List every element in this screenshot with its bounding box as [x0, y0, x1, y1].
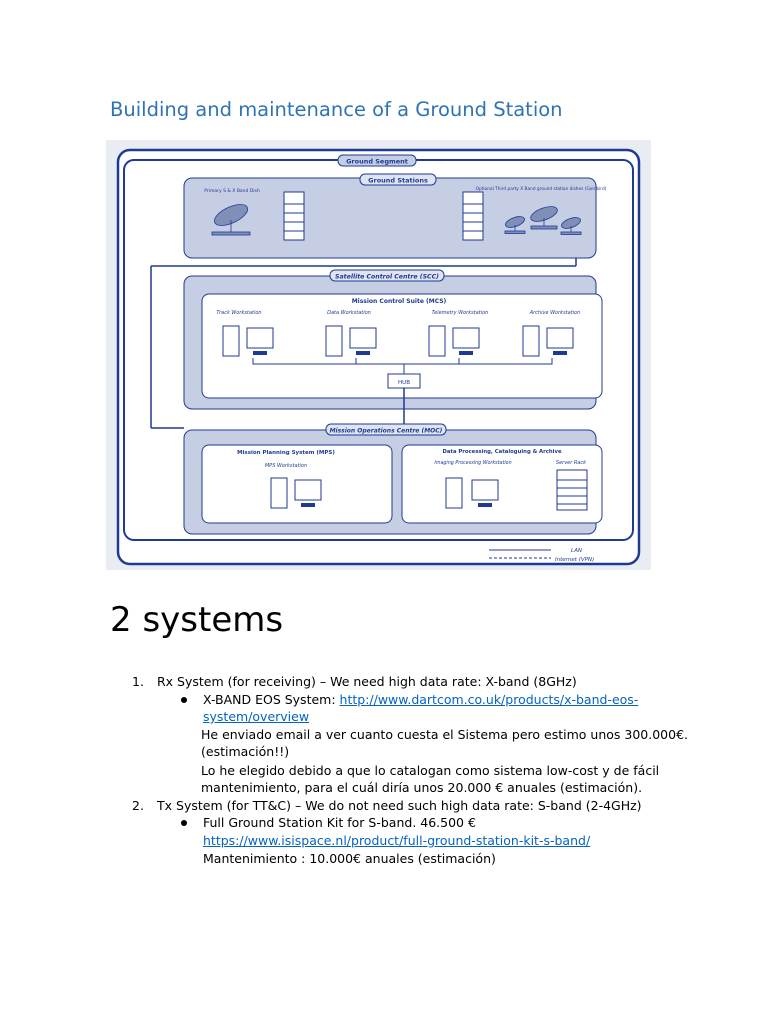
bullet-dot-1: [181, 697, 187, 703]
telemetry-workstation: Telemetry Workstation: [428, 310, 489, 357]
cost-estimate-line1: He enviado email a ver cuanto cuesta el …: [201, 727, 689, 742]
dpca-label: Data Processing, Cataloguing & Archive: [442, 449, 561, 455]
imaging-workstation-label: Imaging Processing Workstation: [434, 460, 511, 466]
scc-label: Satellite Control Centre (SCC): [335, 273, 439, 281]
telemetry-workstation-label: Telemetry Workstation: [432, 310, 489, 316]
maintenance-text: Mantenimiento : 10.000€ anuales (estimac…: [203, 851, 496, 866]
list-item-2-text: Tx System (for TT&C) – We do not need su…: [157, 798, 642, 813]
archive-workstation-label: Archive Workstation: [529, 310, 581, 316]
moc-label: Mission Operations Centre (MOC): [330, 428, 443, 435]
list-item-1-text: Rx System (for receiving) – We need high…: [157, 674, 577, 689]
reason-line2: mantenimiento, para el cuál diría unos 2…: [201, 780, 643, 795]
optional-dish-icon-1: [530, 206, 558, 230]
x-band-label: X-BAND EOS System:: [203, 692, 340, 707]
data-workstation: Data Workstation: [325, 310, 377, 357]
ground-segment-diagram: Ground Segment Ground Stations Primary S…: [106, 140, 651, 570]
s-band-kit-text: Full Ground Station Kit for S-band. 46.5…: [203, 815, 476, 830]
lan-connection-lines: [150, 258, 577, 429]
mcs-wiring: [252, 358, 553, 374]
list-item-2-number: 2.: [132, 798, 144, 813]
optional-dish-icon-3: [560, 217, 582, 235]
mps-workstation-label: MPS Workstation: [265, 463, 307, 469]
cost-estimate-line2: (estimación!!): [201, 744, 290, 759]
diagram-svg: Ground Segment Ground Stations Primary S…: [116, 148, 641, 566]
legend-lan-label: LAN: [571, 548, 582, 554]
mps-label: Mission Planning System (MPS): [237, 450, 335, 456]
document-title: Building and maintenance of a Ground Sta…: [110, 98, 563, 121]
dartcom-link[interactable]: http://www.dartcom.co.uk/products/x-band…: [339, 692, 639, 707]
track-workstation-label: Track Workstation: [216, 310, 261, 316]
mcs-panel: [201, 293, 603, 399]
ground-segment-label: Ground Segment: [346, 158, 408, 166]
archive-workstation: Archive Workstation: [522, 310, 581, 357]
mcs-label: Mission Control Suite (MCS): [352, 298, 447, 305]
rf-rack-right-icon: [462, 191, 484, 241]
section-heading: 2 systems: [110, 600, 284, 640]
dartcom-link-continued[interactable]: system/overview: [203, 709, 310, 724]
server-rack-label: Server Rack: [556, 460, 587, 466]
optional-dish-icon-2: [504, 216, 526, 234]
track-workstation: Track Workstation: [216, 310, 274, 357]
hub-label: HUB: [398, 380, 410, 386]
list-item-1-bullet: X-BAND EOS System: http://www.dartcom.co…: [203, 691, 638, 708]
primary-dish-label: Primary S & X Band Dish: [204, 188, 260, 194]
list-item-1-number: 1.: [132, 674, 144, 689]
imaging-workstation: [445, 477, 499, 509]
reason-line1: Lo he elegido debido a que lo catalogan …: [201, 763, 660, 778]
rf-rack-left-icon: [283, 191, 305, 241]
server-rack-icon: [556, 469, 588, 511]
ground-stations-label: Ground Stations: [368, 177, 428, 185]
optional-dishes-label: Optional Third party X Band ground stati…: [476, 186, 607, 192]
isispace-link[interactable]: https://www.isispace.nl/product/full-gro…: [203, 833, 591, 848]
mps-workstation: [270, 477, 322, 509]
bullet-dot-2: [181, 820, 187, 826]
legend-vpn-label: Internet (VPN): [555, 557, 594, 563]
primary-dish-icon: [211, 204, 251, 236]
data-workstation-label: Data Workstation: [327, 310, 371, 316]
